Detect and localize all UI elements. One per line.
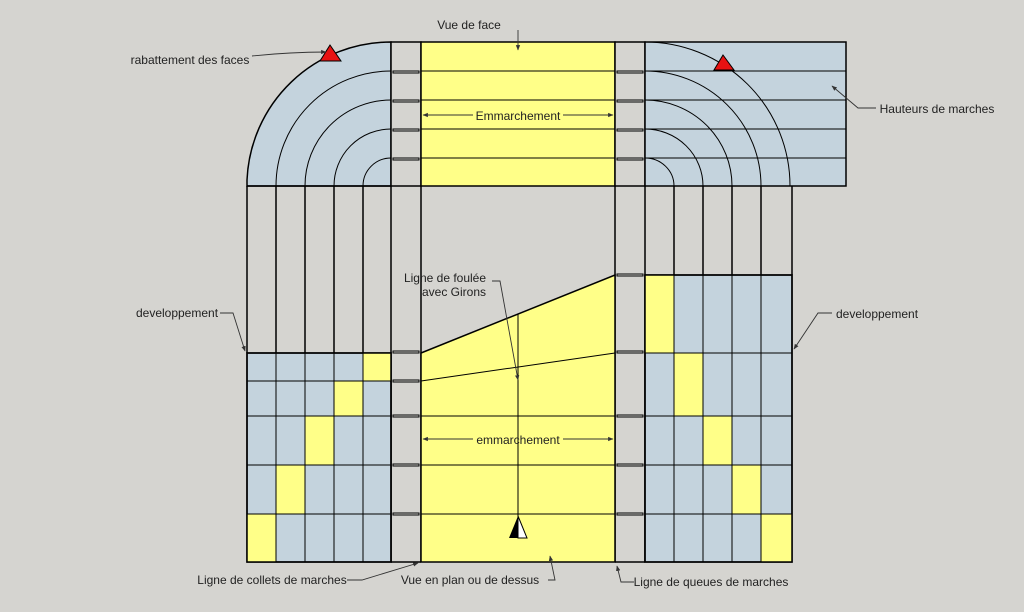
right-folded-faces — [644, 41, 847, 187]
tread-width-bottom-label: emmarchement — [476, 433, 560, 447]
front-view-label: Vue de face — [437, 18, 501, 32]
walking-line-sub-label: avec Girons — [422, 285, 486, 299]
development-left-label: developpement — [136, 306, 219, 320]
walking-direction-arrow-icon — [509, 515, 528, 539]
development-right-label: developpement — [836, 307, 919, 321]
riser-heights-label: Hauteurs de marches — [880, 102, 995, 116]
left-development — [246, 352, 392, 563]
red-triangle-marker-icon — [713, 54, 735, 71]
labels: Vue de face rabattement des faces Hauteu… — [131, 18, 995, 589]
tread-width-top-label: Emmarchement — [476, 109, 561, 123]
left-folded-faces — [246, 41, 392, 187]
right-development — [644, 274, 793, 563]
inner-stringer-line-label: Ligne de collets de marches — [197, 573, 346, 587]
front-view-treads — [420, 41, 616, 187]
walking-line-label: Ligne de foulée — [404, 271, 486, 285]
faces-folding-label: rabattement des faces — [131, 53, 250, 67]
plan-view-label: Vue en plan ou de dessus — [401, 573, 539, 587]
front-view-band — [246, 41, 847, 187]
outer-stringer-line-label: Ligne de queues de marches — [634, 575, 789, 589]
